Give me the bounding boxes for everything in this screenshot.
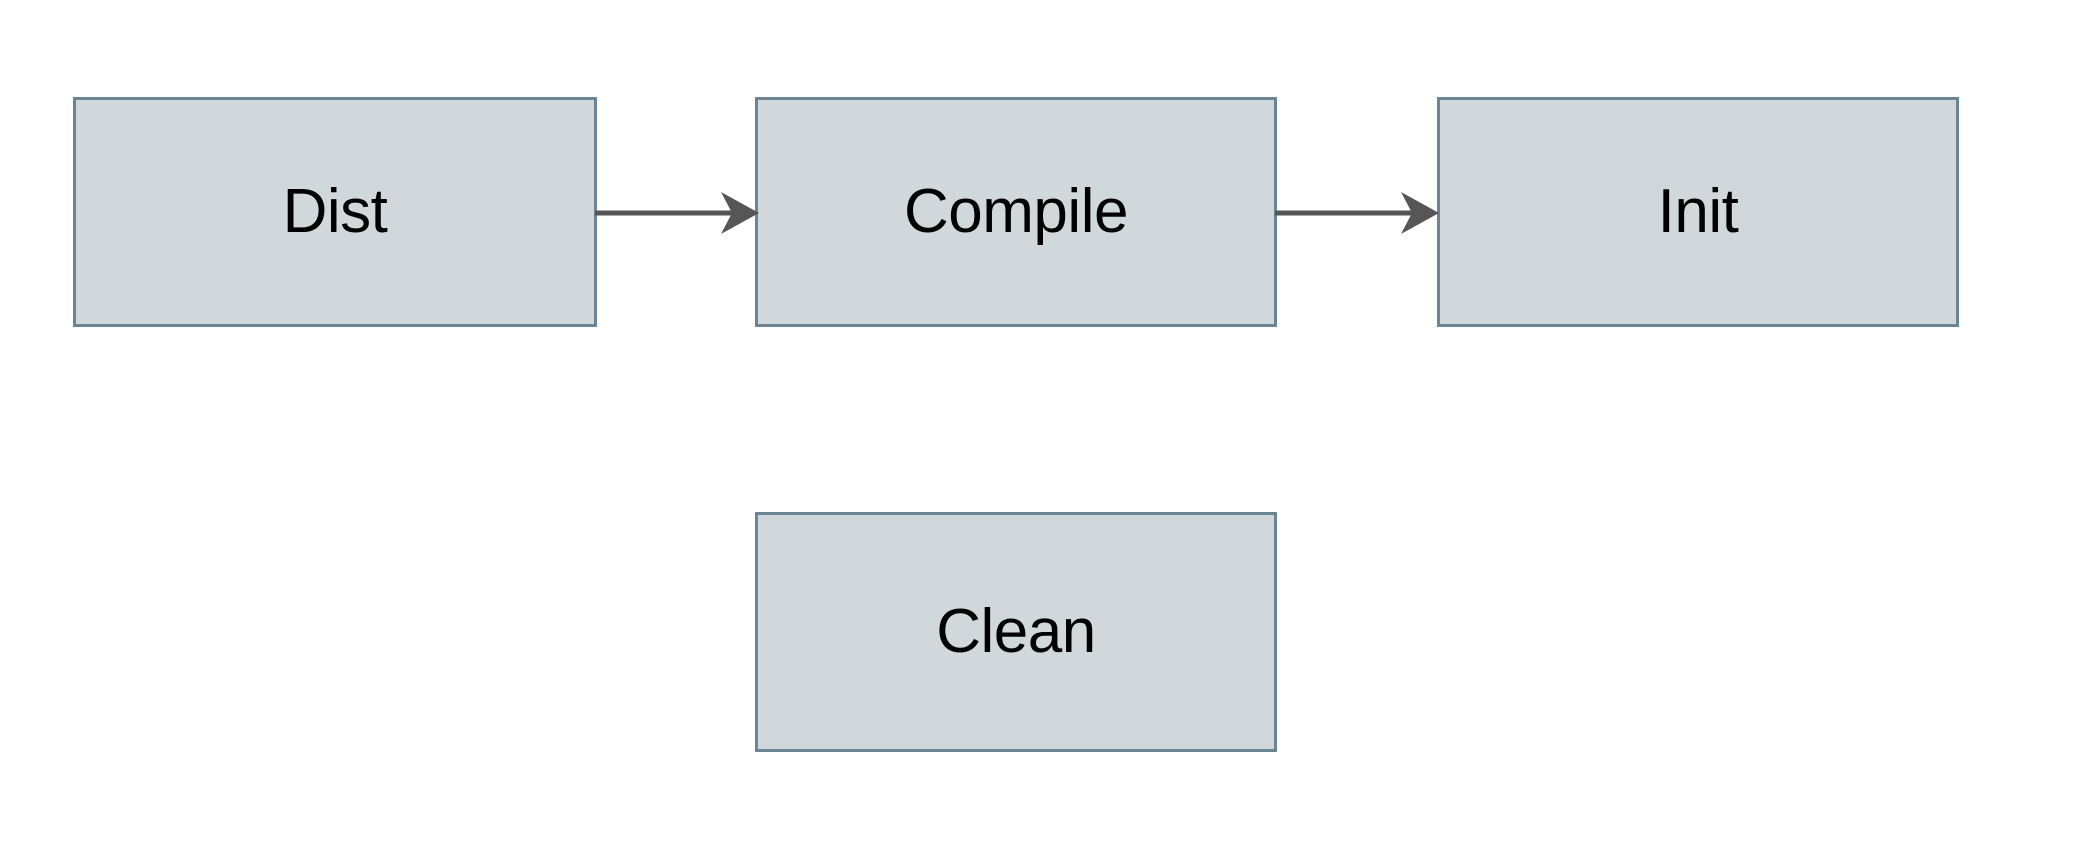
edge-dist-to-compile[interactable]	[595, 183, 759, 243]
node-init-label: Init	[1657, 177, 1739, 246]
node-clean[interactable]: Clean	[755, 512, 1277, 752]
edge-dist-to-compile-svg	[595, 192, 759, 234]
node-compile[interactable]: Compile	[755, 97, 1277, 327]
edge-compile-to-init[interactable]	[1275, 183, 1439, 243]
node-clean-label: Clean	[936, 597, 1096, 666]
arrowhead-icon	[1401, 192, 1439, 234]
node-init[interactable]: Init	[1437, 97, 1959, 327]
edge-compile-to-init-svg	[1275, 192, 1439, 234]
node-compile-label: Compile	[904, 177, 1128, 246]
node-dist[interactable]: Dist	[73, 97, 597, 327]
node-dist-label: Dist	[282, 177, 388, 246]
arrowhead-icon	[721, 192, 759, 234]
